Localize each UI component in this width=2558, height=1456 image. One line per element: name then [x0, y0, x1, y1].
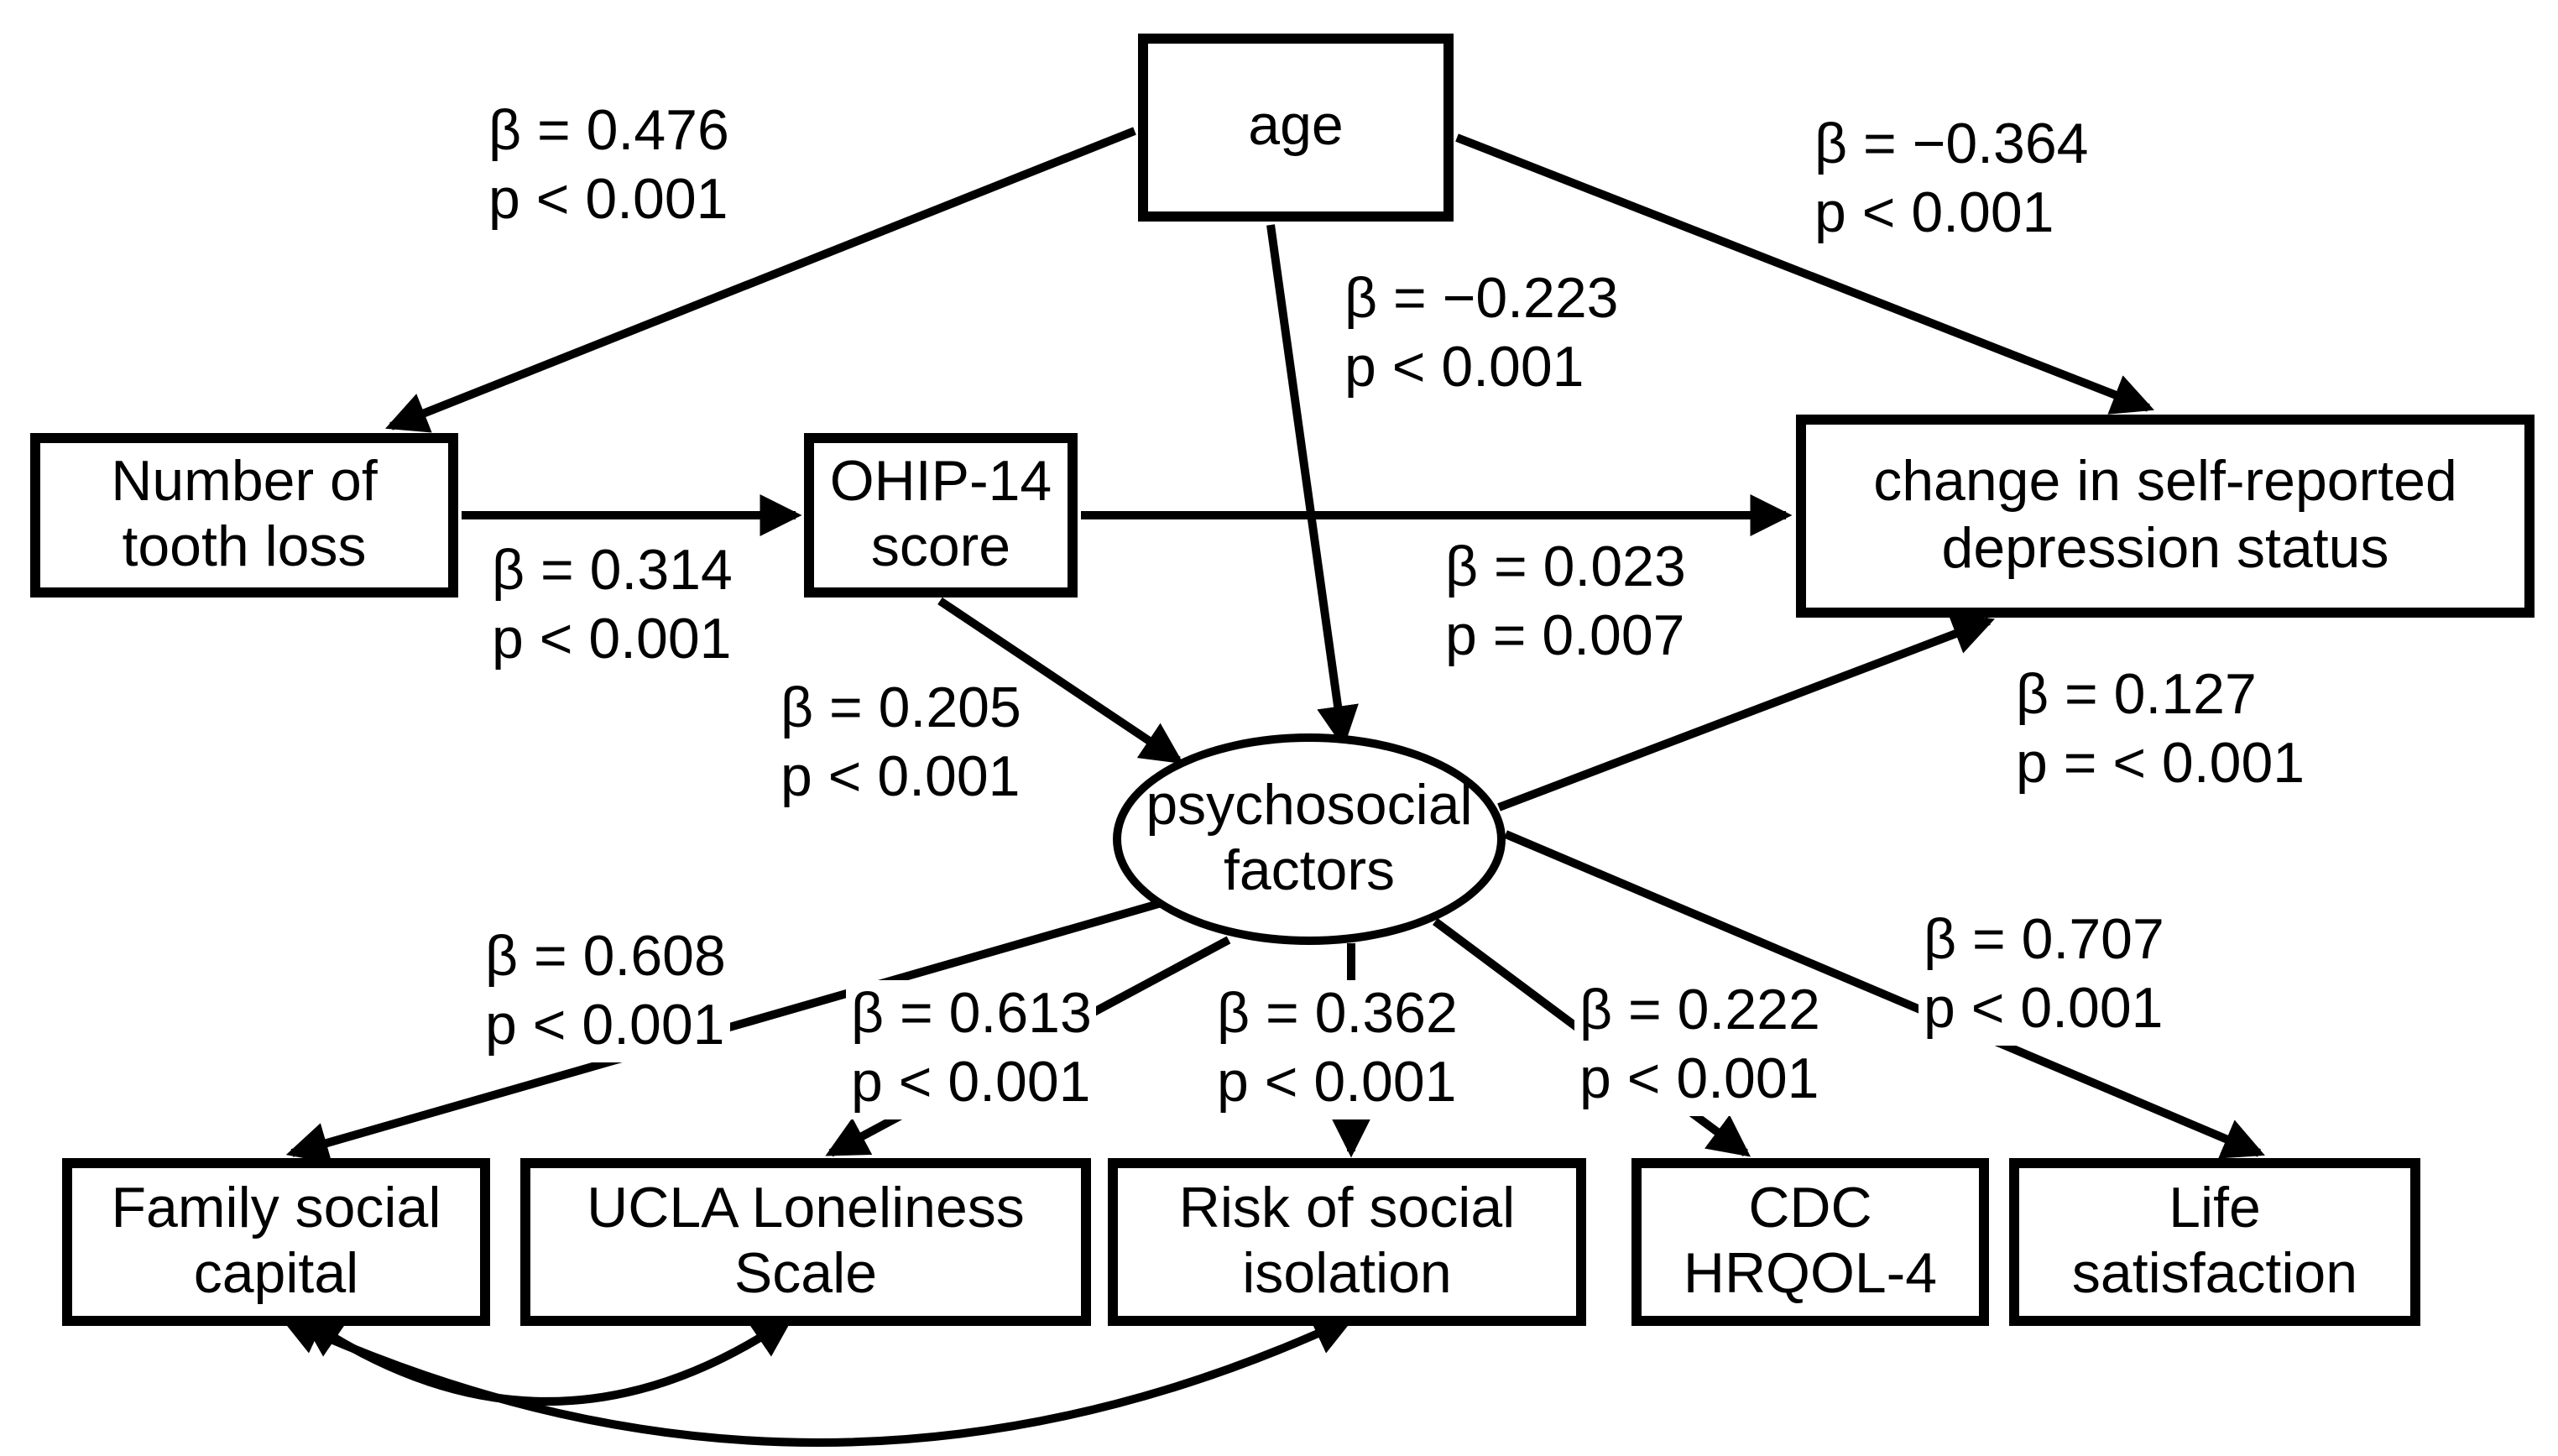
arrow-psychosocial-to-life	[1504, 830, 2265, 1159]
edge-label-ohip-depression: β = 0.023 p = 0.007	[1440, 534, 1691, 673]
node-depression-status: change in self-reported depression statu…	[1796, 415, 2535, 618]
arrow-ohip-to-psychosocial	[937, 597, 1184, 765]
arrow-age-to-depression	[1455, 133, 2154, 415]
correlation-arc-family-isolation	[279, 1315, 1355, 1447]
node-ohip-score: OHIP-14 score	[804, 433, 1078, 598]
node-tooth-loss: Number of tooth loss	[30, 433, 458, 598]
edge-label-psychosocial-life: β = 0.707 p < 0.001	[1918, 906, 2169, 1046]
node-psychosocial-factors: psychosocial factors	[1113, 733, 1506, 945]
node-family-social-capital: Family social capital	[62, 1158, 490, 1326]
edge-label-ohip-psychosocial: β = 0.205 p < 0.001	[775, 675, 1026, 814]
edge-label-age-depression: β = −0.364 p < 0.001	[1809, 111, 2094, 250]
edge-label-psychosocial-cdc: β = 0.222 p < 0.001	[1574, 977, 1825, 1116]
node-cdc-hrqol4: CDC HRQOL-4	[1631, 1158, 1989, 1326]
arrow-age-to-psychosocial	[1266, 224, 1359, 749]
arrow-psychosocial-to-depression	[1497, 613, 1996, 811]
edge-label-age-psychosocial: β = −0.223 p < 0.001	[1339, 265, 1624, 404]
node-risk-of-social-isolation: Risk of social isolation	[1108, 1158, 1586, 1326]
edge-label-psychosocial-depression: β = 0.127 p = < 0.001	[2011, 661, 2310, 801]
edge-label-psychosocial-family: β = 0.608 p < 0.001	[480, 923, 731, 1062]
edge-label-age-tooth: β = 0.476 p < 0.001	[483, 97, 734, 237]
node-age: age	[1138, 34, 1454, 222]
edge-label-psychosocial-ucla: β = 0.613 p < 0.001	[846, 980, 1097, 1119]
node-ucla-loneliness-scale: UCLA Loneliness Scale	[520, 1158, 1091, 1326]
node-life-satisfaction: Life satisfaction	[2009, 1158, 2420, 1326]
edge-label-tooth-ohip: β = 0.314 p < 0.001	[487, 537, 738, 676]
arrow-age-to-tooth-loss	[385, 127, 1136, 433]
edge-label-psychosocial-isolation: β = 0.362 p < 0.001	[1212, 980, 1463, 1119]
